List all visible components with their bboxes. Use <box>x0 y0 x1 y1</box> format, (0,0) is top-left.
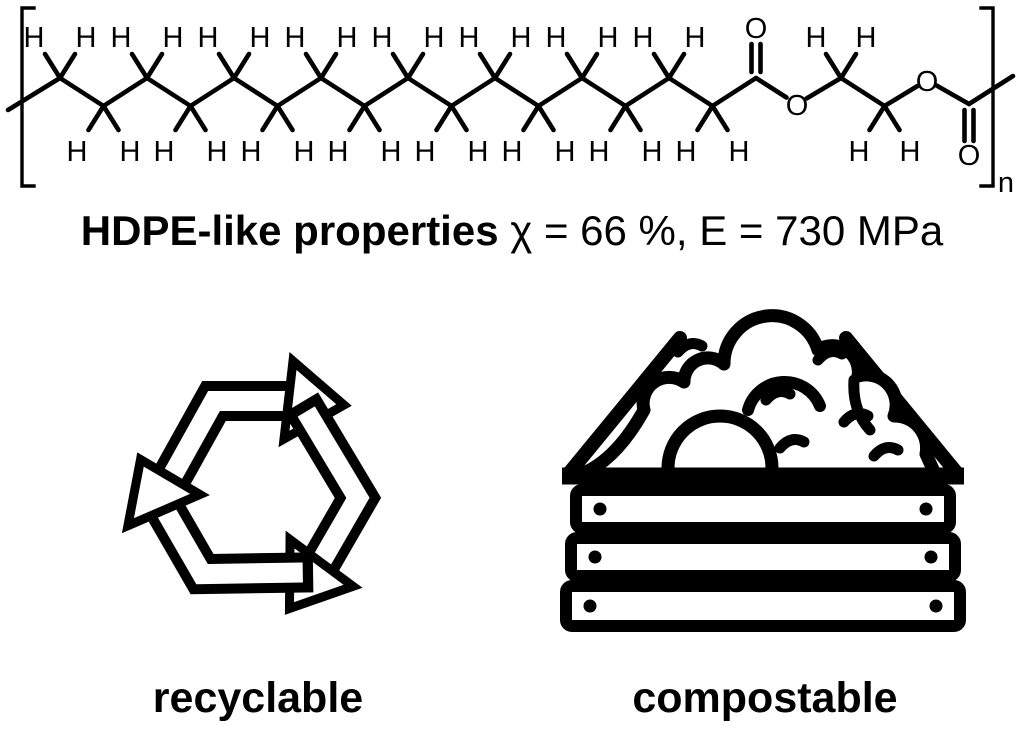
properties-caption-values: χ = 66 %, E = 730 MPa <box>498 207 944 254</box>
svg-text:H: H <box>849 136 870 168</box>
svg-text:H: H <box>381 136 402 168</box>
recyclable-label: recyclable <box>152 674 364 722</box>
recycle-arrow-left <box>121 452 314 595</box>
crate-nails <box>583 502 943 613</box>
compost-arch <box>661 409 779 475</box>
svg-text:H: H <box>729 136 750 168</box>
svg-text:H: H <box>589 136 610 168</box>
svg-text:H: H <box>511 22 532 54</box>
svg-text:H: H <box>294 136 315 168</box>
svg-text:H: H <box>111 22 132 54</box>
svg-text:H: H <box>676 136 697 168</box>
svg-text:H: H <box>415 136 436 168</box>
compost-inner-edge <box>848 374 876 436</box>
svg-text:H: H <box>806 22 827 54</box>
svg-text:O: O <box>745 13 768 45</box>
svg-text:H: H <box>459 22 480 54</box>
svg-text:H: H <box>207 136 228 168</box>
svg-text:n: n <box>998 167 1014 199</box>
svg-text:H: H <box>546 22 567 54</box>
svg-text:H: H <box>285 22 306 54</box>
svg-text:O: O <box>958 140 981 172</box>
svg-text:H: H <box>468 136 489 168</box>
svg-text:H: H <box>163 22 184 54</box>
svg-text:H: H <box>598 22 619 54</box>
svg-text:H: H <box>900 136 921 168</box>
svg-text:H: H <box>685 22 706 54</box>
svg-text:H: H <box>642 136 663 168</box>
svg-text:H: H <box>154 136 175 168</box>
svg-text:H: H <box>67 136 88 168</box>
crate-planks <box>560 484 966 632</box>
compost-front-hump <box>742 375 826 416</box>
svg-text:H: H <box>198 22 219 54</box>
svg-text:H: H <box>555 136 576 168</box>
properties-caption: HDPE-like properties χ = 66 %, E = 730 M… <box>0 207 1024 255</box>
svg-text:H: H <box>120 136 141 168</box>
svg-text:H: H <box>424 22 445 54</box>
svg-text:H: H <box>24 22 45 54</box>
svg-text:H: H <box>337 22 358 54</box>
compost-bits <box>672 338 904 462</box>
recycle-arrow-right <box>283 392 382 615</box>
compostable-label: compostable <box>632 674 898 722</box>
svg-text:H: H <box>250 22 271 54</box>
svg-text:O: O <box>916 66 939 98</box>
svg-text:H: H <box>633 22 654 54</box>
svg-text:H: H <box>856 22 877 54</box>
recycling-icon <box>121 352 382 615</box>
svg-text:H: H <box>241 136 262 168</box>
properties-caption-title: HDPE-like properties <box>80 207 499 254</box>
svg-text:H: H <box>328 136 349 168</box>
crate-left-rail <box>563 331 687 479</box>
svg-text:H: H <box>502 136 523 168</box>
svg-text:O: O <box>786 90 809 122</box>
svg-text:H: H <box>372 22 393 54</box>
svg-text:H: H <box>76 22 97 54</box>
compost-crate-icon <box>560 309 966 632</box>
